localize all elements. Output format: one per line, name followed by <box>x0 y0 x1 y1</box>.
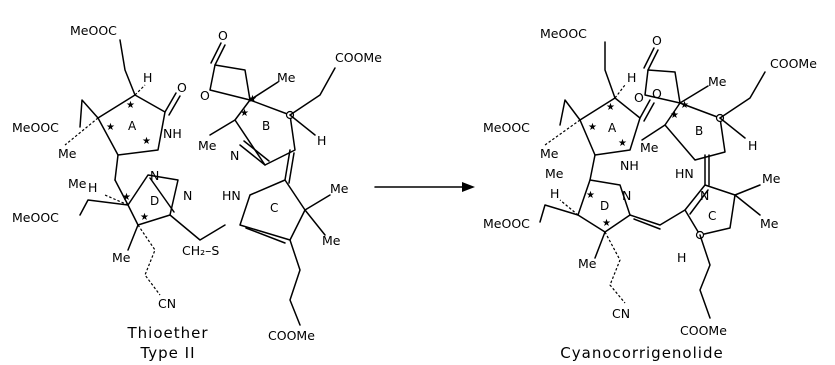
left-h-b: H <box>317 133 326 148</box>
right-h-a: H <box>627 70 636 85</box>
right-ring-c: C <box>708 209 716 223</box>
left-stereo-star: ★ <box>126 100 135 111</box>
right-ester-lower-left: MeOOC <box>483 216 530 231</box>
left-caption-line2: Type II <box>139 344 195 362</box>
right-ester-left: MeOOC <box>483 120 530 135</box>
left-me-a: Me <box>58 146 77 161</box>
right-h-c: H <box>677 250 686 265</box>
left-o-ring: O <box>200 88 210 103</box>
right-caption: Cyanocorrigenolide <box>560 344 723 362</box>
right-o-lactone: O <box>652 33 662 48</box>
left-ring-b: B <box>262 119 270 133</box>
left-me-c1: Me <box>330 181 349 196</box>
left-h-d: H <box>88 180 97 195</box>
left-stereo-star: ★ <box>142 136 151 147</box>
left-ester-right: COOMe <box>335 50 382 65</box>
right-me-ad: Me <box>545 166 564 181</box>
right-o-ring: O <box>634 90 644 105</box>
cyanocorrigenolide-structure: MeOOC MeOOC MeOOC COOMe COOMe CN H H H H… <box>483 26 817 362</box>
right-h-b: H <box>748 138 757 153</box>
left-stereo-star: ★ <box>106 122 115 133</box>
right-me-d: Me <box>578 256 597 271</box>
left-ring-d: D <box>150 194 159 208</box>
right-ester-top: MeOOC <box>540 26 587 41</box>
right-me-b: Me <box>708 74 727 89</box>
right-me-ab: Me <box>640 140 659 155</box>
left-me-d: Me <box>112 250 131 265</box>
right-ring-d: D <box>600 199 609 213</box>
right-stereo-star: ★ <box>680 100 689 111</box>
left-stereo-star: ★ <box>240 108 249 119</box>
left-stereo-star: ★ <box>140 212 149 223</box>
left-caption-line1: Thioether <box>126 324 208 342</box>
left-o-lactone: O <box>218 28 228 43</box>
left-ring-a: A <box>128 119 137 133</box>
right-stereo-star: ★ <box>602 218 611 229</box>
right-n-d: N <box>622 188 631 203</box>
left-n-d: N <box>183 188 192 203</box>
left-ester-left: MeOOC <box>12 120 59 135</box>
left-stereo-star: ★ <box>248 94 257 105</box>
left-n-ad: N <box>150 168 159 183</box>
right-ester-bottom: COOMe <box>680 323 727 338</box>
thioether-structure: MeOOC MeOOC MeOOC COOMe COOMe CN H H H M… <box>12 23 382 362</box>
left-h-a: H <box>143 70 152 85</box>
left-hn-c: HN <box>222 188 241 203</box>
right-hn-b: HN <box>675 166 694 181</box>
right-stereo-star: ★ <box>670 110 679 121</box>
right-stereo-star: ★ <box>618 138 627 149</box>
left-me-c2: Me <box>322 233 341 248</box>
left-me-ad: Me <box>68 176 87 191</box>
left-me-b2: Me <box>198 138 217 153</box>
right-me-c1: Me <box>762 171 781 186</box>
right-nh-a: NH <box>620 158 639 173</box>
reaction-arrow <box>374 182 475 192</box>
left-ch2s: CH₂–S <box>182 243 219 258</box>
left-nh-a: NH <box>163 126 182 141</box>
left-nitrile: CN <box>158 296 176 311</box>
left-o-lactam: O <box>177 80 187 95</box>
right-ring-a: A <box>608 121 617 135</box>
left-n-b: N <box>230 148 239 163</box>
right-stereo-star: ★ <box>586 190 595 201</box>
right-stereo-star: ★ <box>588 122 597 133</box>
right-nitrile: CN <box>612 306 630 321</box>
right-me-a: Me <box>540 146 559 161</box>
right-stereo-star: ★ <box>606 102 615 113</box>
left-ester-top: MeOOC <box>70 23 117 38</box>
right-n-c: N <box>700 188 709 203</box>
left-me-b1: Me <box>277 70 296 85</box>
left-ester-bottom: COOMe <box>268 328 315 343</box>
left-ester-lower-left: MeOOC <box>12 210 59 225</box>
right-ring-b: B <box>695 124 703 138</box>
right-o-lactam: O <box>652 86 662 101</box>
right-h-d: H <box>550 186 559 201</box>
left-stereo-star: ★ <box>122 192 131 203</box>
right-ester-right: COOMe <box>770 56 817 71</box>
left-ring-c: C <box>270 201 278 215</box>
right-me-c2: Me <box>760 216 779 231</box>
